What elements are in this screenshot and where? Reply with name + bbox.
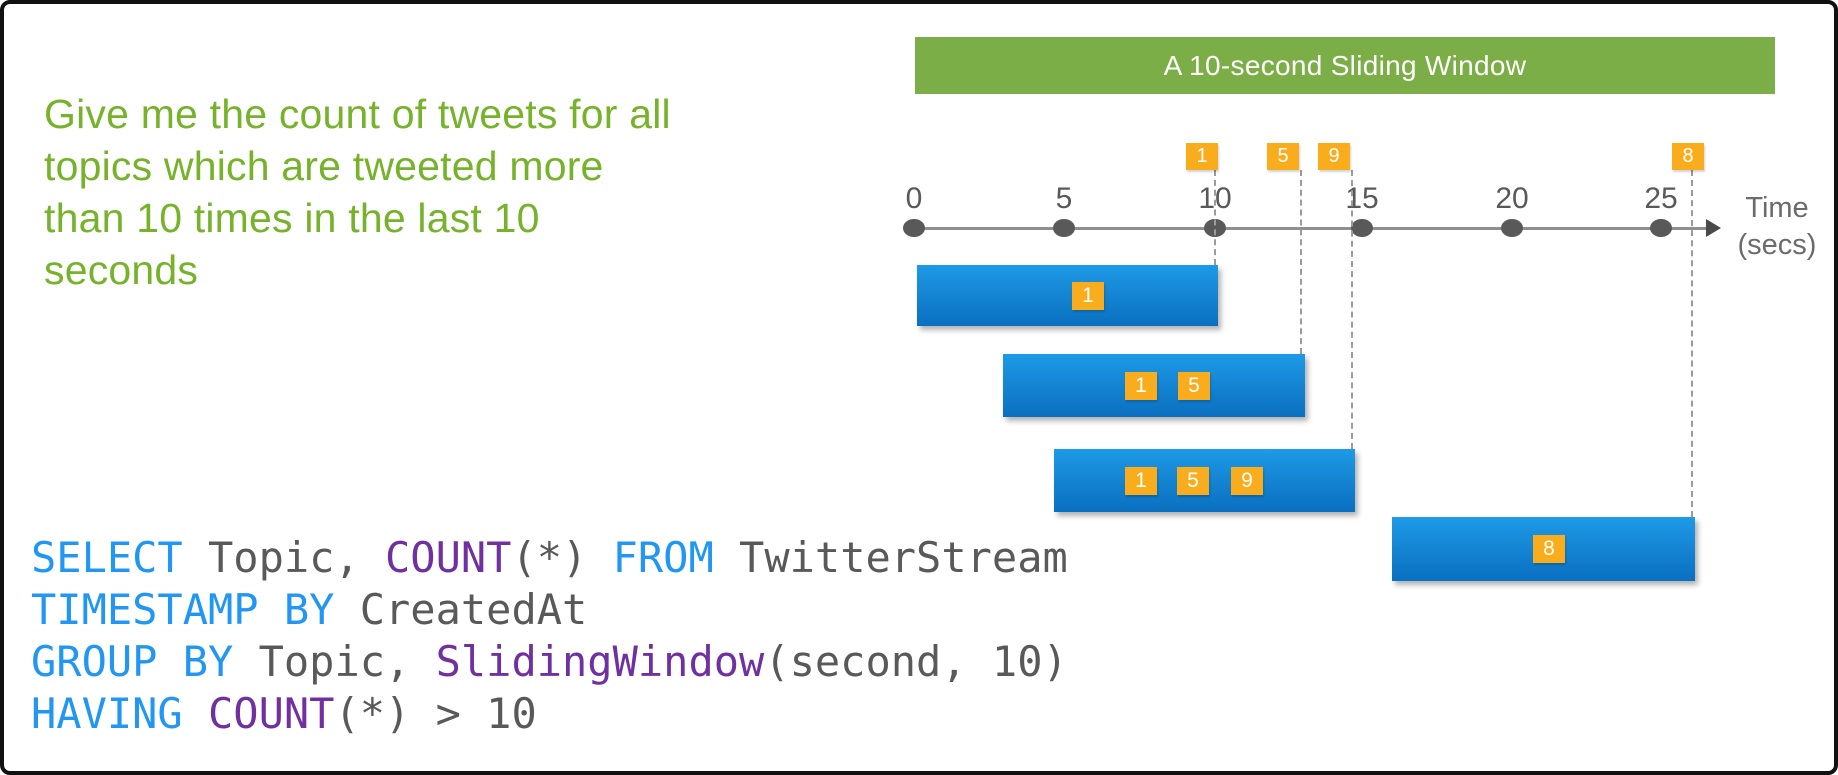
sql-token: (*) > 10: [334, 689, 537, 738]
event-marker: 9: [1318, 143, 1350, 170]
sql-token: SlidingWindow: [435, 637, 765, 686]
axis-arrow-icon: [1706, 219, 1721, 237]
timeline-dot: [1053, 219, 1075, 237]
problem-line: than 10 times in the last 10: [44, 195, 540, 241]
event-badge: 1: [1125, 372, 1157, 400]
sql-token: Topic,: [233, 637, 436, 686]
timeline-dot: [903, 219, 925, 237]
time-axis-sublabel: (secs): [1737, 229, 1817, 261]
sql-token: CreatedAt: [334, 585, 588, 634]
time-axis-label: Time: [1745, 192, 1809, 224]
event-badge: 5: [1178, 372, 1210, 400]
sql-line: GROUP BY Topic, SlidingWindow(second, 10…: [31, 636, 1068, 688]
event-badge: 1: [1072, 282, 1104, 310]
sql-token: (*): [511, 533, 613, 582]
problem-statement: Give me the count of tweets for all topi…: [44, 88, 804, 296]
banner-label: A 10-second Sliding Window: [1163, 49, 1527, 81]
sql-token: TIMESTAMP BY: [31, 585, 335, 634]
event-badge: 1: [1125, 467, 1157, 495]
sliding-window-banner: A 10-second Sliding Window: [915, 37, 1775, 94]
sql-token: SELECT: [31, 533, 183, 582]
event-drop-line: [1691, 170, 1693, 517]
event-drop-line: [1214, 170, 1216, 265]
sql-token: COUNT: [208, 689, 335, 738]
timeline-dot: [1650, 219, 1672, 237]
sql-token: Topic,: [182, 533, 386, 582]
tick-label: 20: [1495, 182, 1529, 215]
sql-token: GROUP BY: [31, 637, 234, 686]
event-badge: 9: [1231, 467, 1263, 495]
event-badge: 8: [1533, 535, 1565, 563]
problem-line: Give me the count of tweets for all: [44, 91, 671, 137]
event-drop-line: [1351, 170, 1353, 449]
tick-label: 15: [1345, 182, 1379, 215]
sql-token: [183, 689, 208, 738]
event-marker: 8: [1672, 143, 1704, 170]
sql-token: HAVING: [31, 689, 183, 738]
event-marker: 5: [1267, 143, 1299, 170]
tick-label: 0: [905, 182, 923, 215]
event-badge: 5: [1177, 467, 1209, 495]
event-drop-line: [1300, 170, 1302, 354]
sql-token: (second, 10): [764, 637, 1068, 686]
time-axis-line: [909, 227, 1706, 230]
window-bar: [917, 265, 1218, 326]
timeline-dot: [1501, 219, 1523, 237]
sql-token: TwitterStream: [713, 533, 1068, 582]
sql-line: SELECT Topic, COUNT(*) FROM TwitterStrea…: [31, 532, 1068, 584]
problem-line: seconds: [44, 247, 199, 293]
event-marker: 1: [1186, 143, 1218, 170]
sql-token: FROM: [612, 533, 714, 582]
tick-label: 5: [1055, 182, 1073, 215]
sql-query: SELECT Topic, COUNT(*) FROM TwitterStrea…: [31, 532, 1068, 740]
problem-line: topics which are tweeted more: [44, 143, 604, 189]
timeline-dot: [1351, 219, 1373, 237]
sql-token: COUNT: [385, 533, 512, 582]
sql-line: TIMESTAMP BY CreatedAt: [31, 584, 1068, 636]
tick-label: 25: [1644, 182, 1678, 215]
sql-line: HAVING COUNT(*) > 10: [31, 688, 1068, 740]
